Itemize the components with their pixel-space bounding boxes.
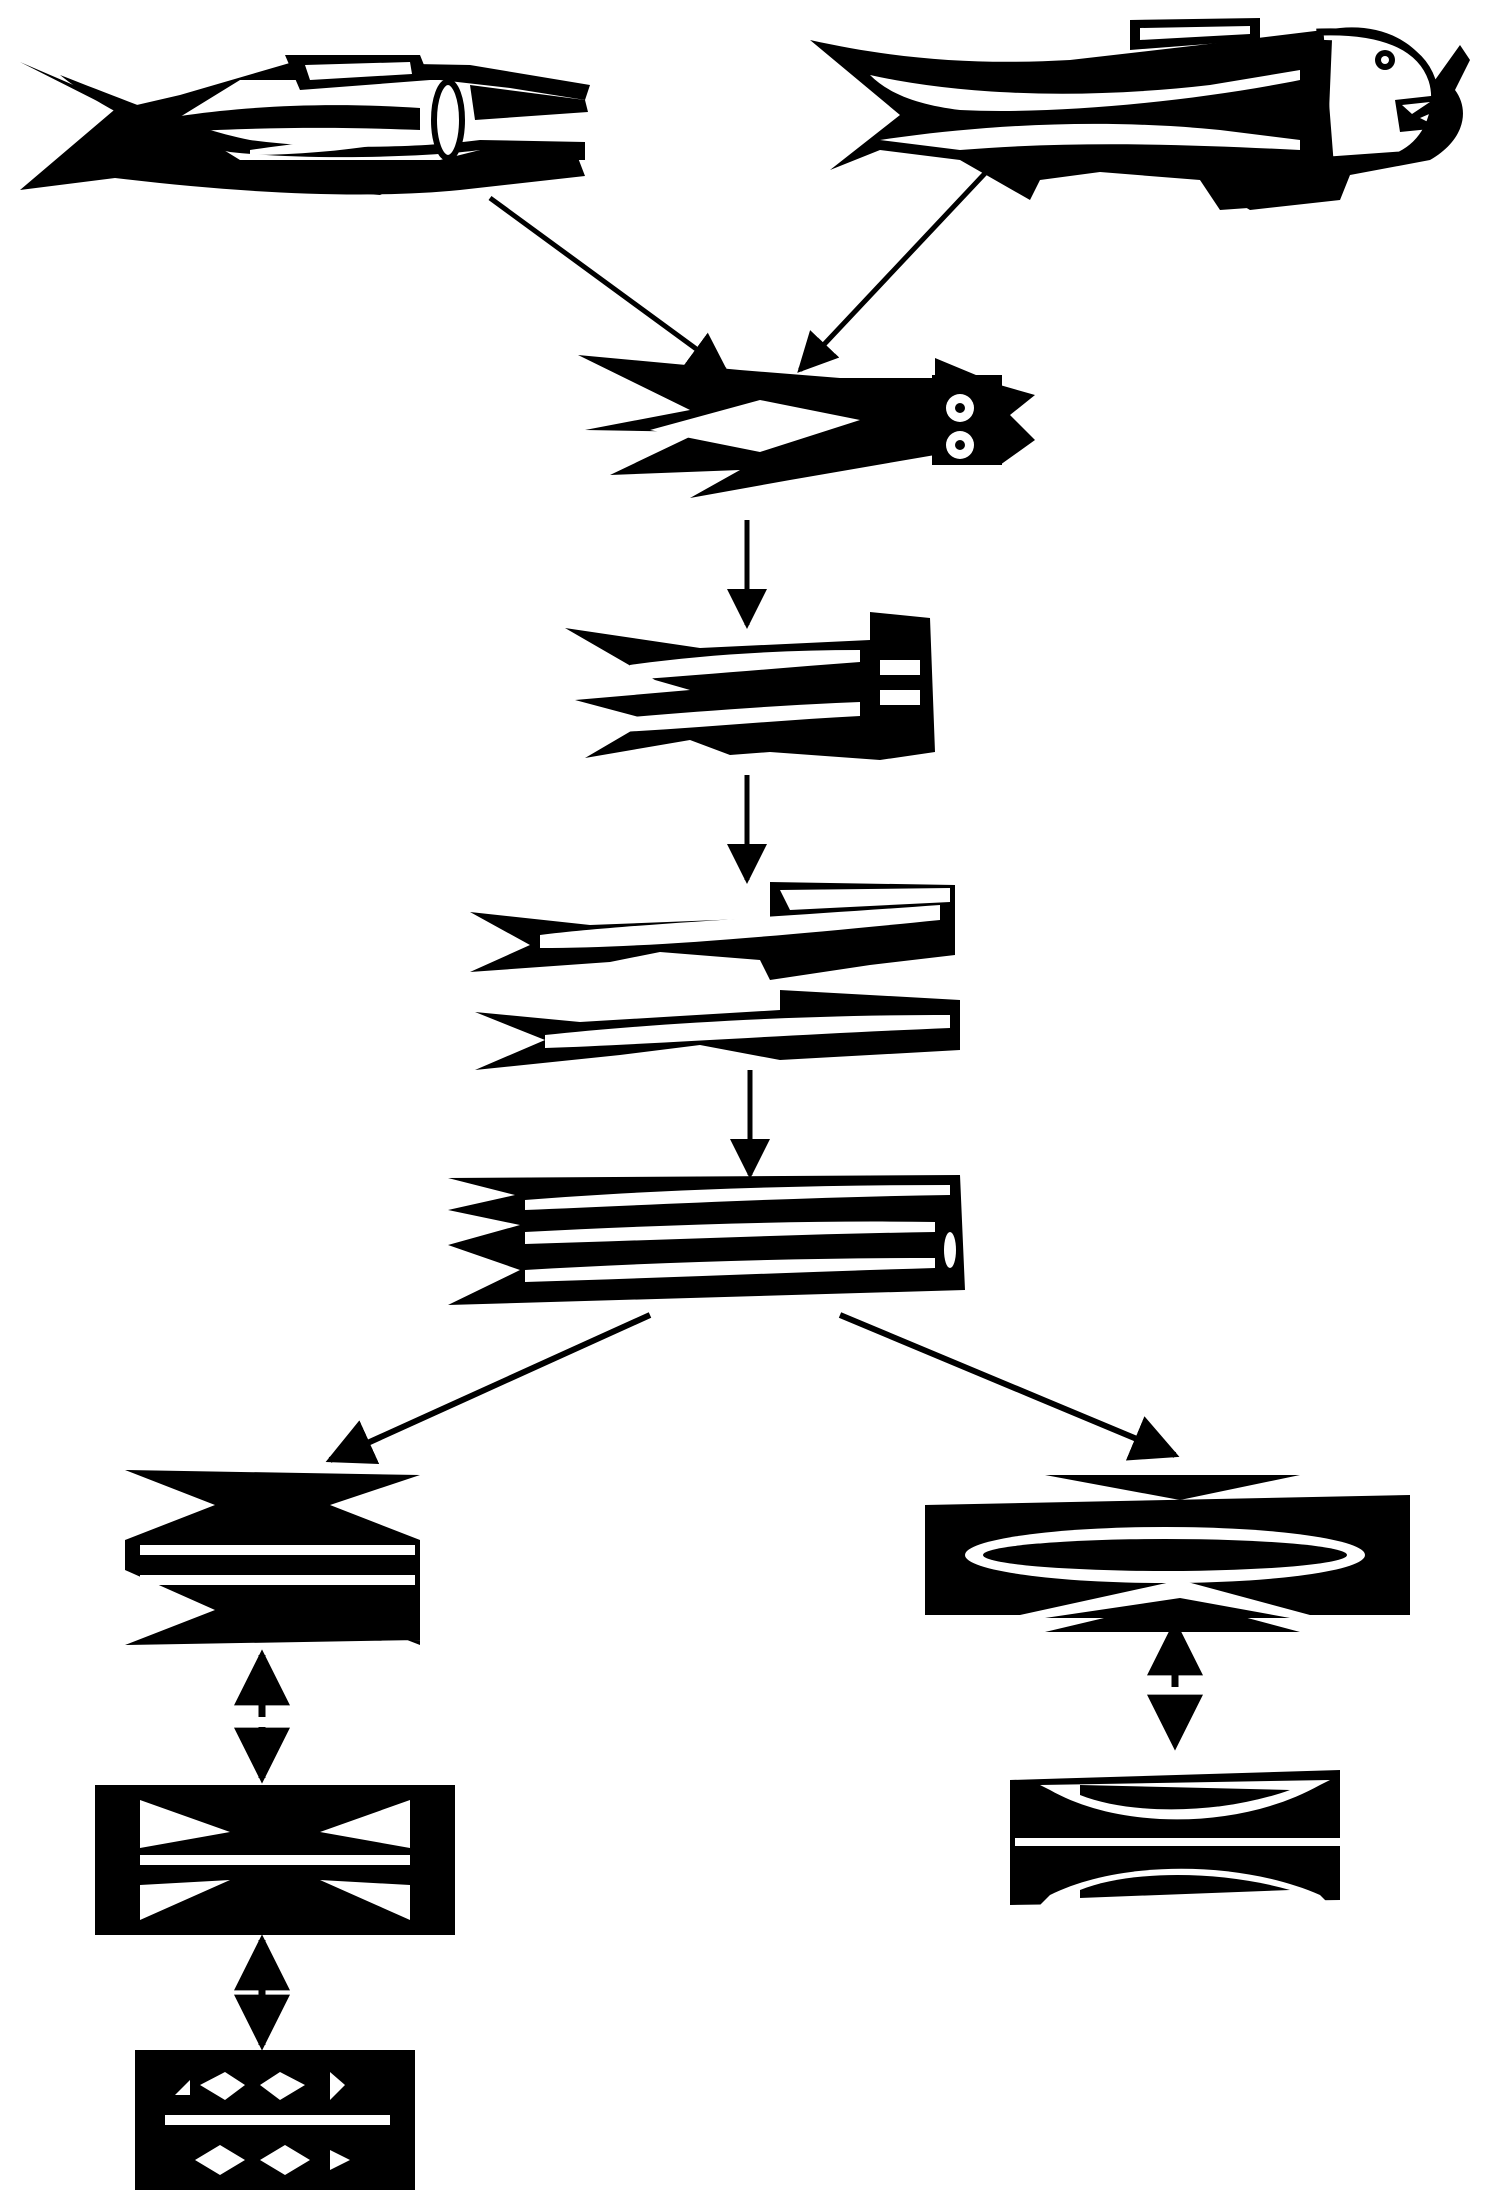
double-fish [565,612,935,760]
stylized-fish [578,355,1035,498]
fish-pair-split [470,882,960,1070]
geometric-left [125,1470,420,1645]
fish-band [448,1175,965,1305]
bowtie-block [1010,1770,1345,1905]
arrow-band-to-geometric-right [840,1315,1175,1455]
triangle-block [95,1785,455,1935]
fish-left [20,55,590,195]
arrow-fish-left-to-stylized [490,198,725,370]
arrow-fish-right-to-stylized [800,168,990,370]
diamond-block [135,2050,415,2190]
geometric-right [925,1475,1410,1632]
fish-right [810,18,1470,210]
arrow-band-to-geometric-left [330,1315,650,1460]
